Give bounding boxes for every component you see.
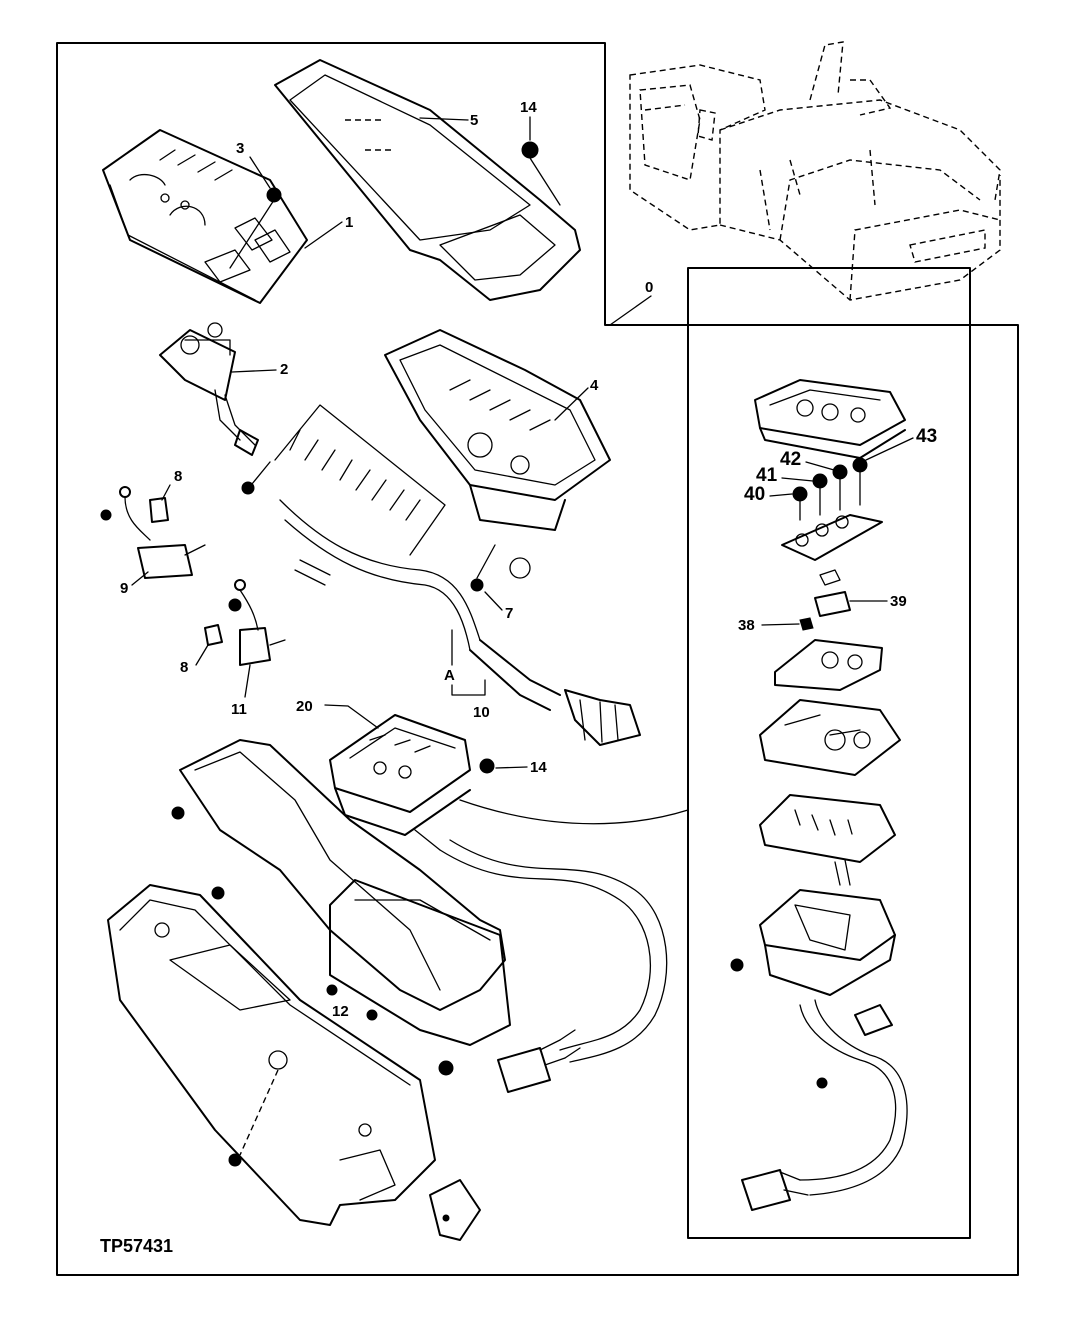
callout-A: A <box>444 667 455 684</box>
callout-5: 5 <box>470 112 478 129</box>
screw-part-7 <box>470 544 496 592</box>
console-bracket <box>171 739 511 1076</box>
callout-1: 1 <box>345 214 353 231</box>
console-cover-part-5 <box>274 59 581 301</box>
housing-part-4 <box>384 329 611 579</box>
callout-9: 9 <box>120 580 128 597</box>
relay-part-9 <box>100 486 206 579</box>
callout-7: 7 <box>505 605 513 622</box>
callout-12: 12 <box>332 1003 349 1020</box>
callout-0: 0 <box>645 279 653 296</box>
lower-cover <box>107 884 436 1226</box>
harness-screw <box>241 461 271 495</box>
controller-part-20 <box>329 714 668 1063</box>
screw-part-3 <box>229 187 282 269</box>
callout-8-lower: 8 <box>180 659 188 676</box>
callout-41: 41 <box>756 465 778 486</box>
callout-8-upper: 8 <box>174 468 182 485</box>
upper-panel-part-1 <box>102 129 308 304</box>
inset-frame <box>687 267 971 1239</box>
callout-10: 10 <box>473 704 490 721</box>
relay-part-11 <box>204 579 286 666</box>
callout-43: 43 <box>916 426 937 447</box>
callout-2: 2 <box>280 361 288 378</box>
callout-38: 38 <box>738 617 755 634</box>
figure-reference: TP57431 <box>100 1236 173 1256</box>
callout-39: 39 <box>890 593 907 610</box>
inset-leader-line <box>459 799 689 825</box>
excavator-silhouette <box>629 41 1001 301</box>
screw-part-14-middle <box>479 758 495 774</box>
callout-20: 20 <box>296 698 313 715</box>
controller-connector <box>497 1029 581 1093</box>
callout-42: 42 <box>780 449 801 470</box>
callout-3: 3 <box>236 140 244 157</box>
exploded-controller <box>730 379 908 1211</box>
switch-assembly-part-2 <box>159 322 259 456</box>
screw-part-14-top <box>521 141 561 206</box>
diagram-frame <box>56 42 1019 1276</box>
callout-40: 40 <box>744 484 765 505</box>
callout-14-top: 14 <box>520 99 537 116</box>
wiring-harness-part-10 <box>274 404 641 746</box>
callout-4: 4 <box>590 377 599 394</box>
cover-cap <box>429 1179 481 1241</box>
callout-11: 11 <box>231 701 247 718</box>
callout-14-middle: 14 <box>530 759 547 776</box>
